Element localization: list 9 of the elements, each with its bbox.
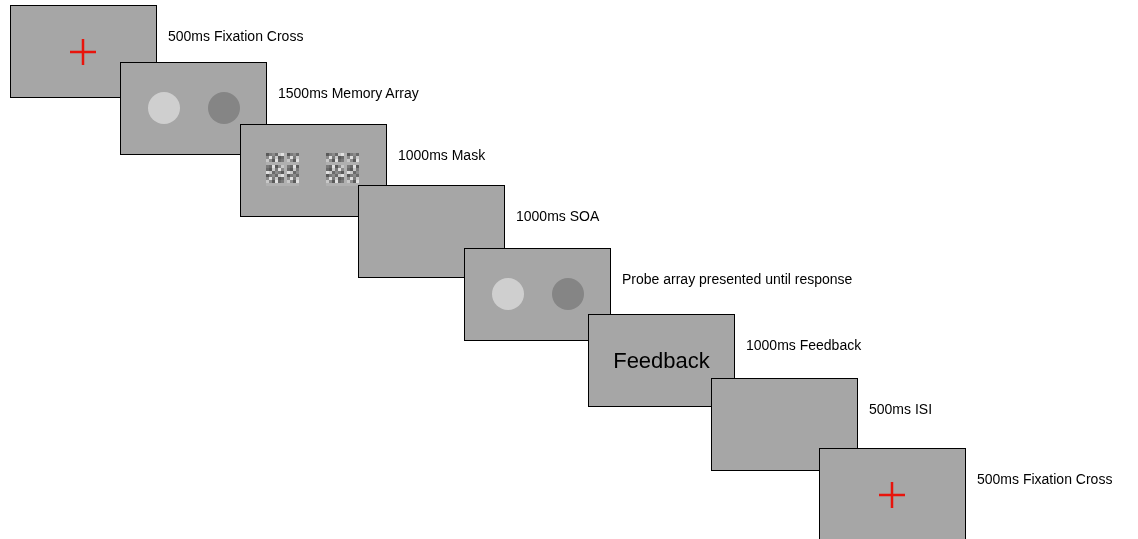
duration-label: 1500ms Memory Array bbox=[278, 85, 419, 101]
screen-text: Feedback bbox=[612, 347, 711, 374]
duration-label: 1000ms SOA bbox=[516, 208, 600, 224]
duration-label: 1000ms Feedback bbox=[746, 337, 862, 353]
duration-label: 500ms Fixation Cross bbox=[168, 28, 304, 44]
duration-label: 500ms Fixation Cross bbox=[977, 471, 1113, 487]
duration-label: 1000ms Mask bbox=[398, 147, 486, 163]
duration-label: 500ms ISI bbox=[869, 401, 933, 417]
duration-label: Probe array presented until response bbox=[622, 271, 853, 287]
